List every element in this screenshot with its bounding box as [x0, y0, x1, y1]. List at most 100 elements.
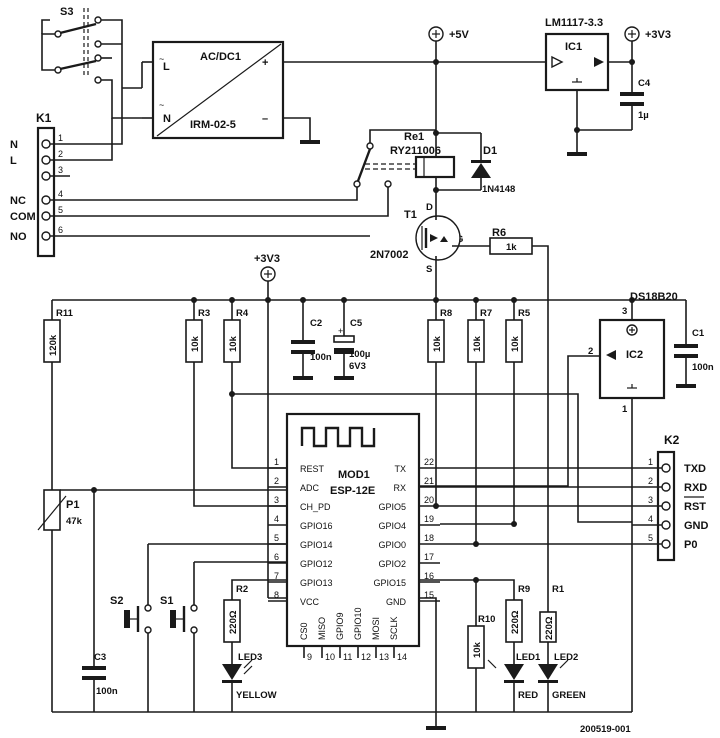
- mod1-left-pin-name: GPIO12: [300, 559, 333, 569]
- r4-ref: R4: [236, 308, 249, 319]
- k2-label: RST: [684, 501, 706, 513]
- mod1-bottom-pin-num: 12: [361, 652, 371, 662]
- resistor-r11: R11 120k: [43, 300, 74, 490]
- k2-pin-num: 2: [648, 476, 653, 486]
- mod1-part: ESP-12E: [330, 485, 375, 497]
- mod1-right-pin-name: TX: [394, 464, 406, 474]
- k1-pin-num: 1: [58, 133, 63, 143]
- mod1-bottom-pin-name: SCLK: [389, 616, 399, 640]
- c1-val: 100n: [692, 362, 714, 373]
- re1-ref: Re1: [404, 131, 424, 143]
- mod1-right-pin-num: 18: [424, 533, 434, 543]
- mod1-right-pin-name: RX: [393, 483, 406, 493]
- capacitor-c5: C5 + 100µ 6V3: [333, 300, 370, 380]
- k2-terminal-3: [661, 501, 671, 511]
- ic1-ref: IC1: [565, 41, 582, 53]
- k1-pin-num: 5: [58, 205, 63, 215]
- led-led1: LED1 RED: [487, 652, 541, 712]
- s1-ref: S1: [160, 595, 173, 607]
- mod1-bottom-pin-name: CS0: [299, 622, 309, 640]
- r7-val: 10k: [472, 335, 483, 352]
- t1-part: 2N7002: [370, 249, 409, 261]
- switch-s1: S1: [160, 561, 287, 712]
- mod1-right-pin-num: 22: [424, 457, 434, 467]
- rail-3v3-top-label: +3V3: [645, 29, 671, 41]
- mod1-bottom-pin-name: MISO: [317, 617, 327, 640]
- mod1-bottom-pin-name: MOSI: [371, 617, 381, 640]
- r5-ref: R5: [518, 308, 531, 319]
- k1-terminal-3: [41, 171, 51, 181]
- ground-bus: [52, 597, 632, 730]
- ic1-part: LM1117-3.3: [545, 17, 603, 29]
- mod1-left-pin-num: 6: [274, 552, 279, 562]
- r1-ref: R1: [552, 584, 565, 595]
- mod1-right-pin-num: 19: [424, 514, 434, 524]
- r5-val: 10k: [510, 335, 521, 352]
- mod1-right-pin-name: GND: [386, 597, 407, 607]
- t1-pin-s: S: [426, 264, 432, 275]
- mod1-left-pin-num: 4: [274, 514, 279, 524]
- k2-label: RXD: [684, 482, 707, 494]
- r10-ref: R10: [478, 614, 495, 625]
- r11-val: 120k: [48, 334, 59, 356]
- k1-label: N: [10, 139, 18, 151]
- c3-ref: C3: [94, 652, 106, 663]
- resistor-r4: R4 10k: [223, 300, 632, 523]
- r10-val: 10k: [472, 641, 483, 658]
- sensor-ic2: DS18B20 3 IC2 2 1: [420, 291, 678, 712]
- k2-ref: K2: [664, 433, 680, 447]
- k2-pin-num: 4: [648, 514, 653, 524]
- r6-ref: R6: [492, 227, 506, 239]
- t1-ref: T1: [404, 209, 417, 221]
- relay-re1: Re1 RY211006: [353, 129, 481, 190]
- k2-terminal-2: [661, 482, 671, 492]
- resistor-r8: R8 10k: [427, 300, 452, 509]
- svg-text:~: ~: [159, 54, 164, 64]
- k1-terminal-6: [41, 231, 51, 241]
- r9-val: 220Ω: [510, 610, 521, 634]
- ic2-pin2: 2: [588, 346, 593, 357]
- ac-dc-converter: AC/DC1 IRM-02-5 ~ L ~ N + –: [141, 40, 546, 144]
- c3-val: 100n: [96, 686, 118, 697]
- mod1-right-pin-num: 20: [424, 495, 434, 505]
- k1-label: NO: [10, 231, 27, 243]
- r8-ref: R8: [440, 308, 452, 319]
- c5-val1: 100µ: [349, 349, 370, 360]
- k2-terminal-4: [661, 520, 671, 530]
- mod1-right-pin-name: GPIO0: [378, 540, 406, 550]
- mod1-right-pin-num: 17: [424, 552, 434, 562]
- ic2-pin3: 3: [622, 306, 627, 317]
- c4-val: 1µ: [638, 110, 649, 121]
- module-mod1: MOD1 ESP-12E 1REST2ADC3CH_PD4GPIO165GPIO…: [268, 412, 440, 662]
- mod1-bottom-pin-num: 14: [397, 652, 407, 662]
- k1-pin-num: 6: [58, 225, 63, 235]
- capacitor-c3: C3 100n: [82, 490, 118, 712]
- ac-dc-title: AC/DC1: [200, 51, 241, 63]
- diode-d1: D1 1N4148: [433, 133, 515, 195]
- svg-text:~: ~: [159, 100, 164, 110]
- capacitor-c2: C2 100n: [291, 300, 332, 380]
- k1-pin-num: 3: [58, 165, 63, 175]
- mod1-left-pin-name: ADC: [300, 483, 320, 493]
- r1-val: 220Ω: [544, 616, 555, 640]
- led2-color: GREEN: [552, 690, 586, 701]
- r11-ref: R11: [56, 308, 74, 319]
- r4-val: 10k: [228, 335, 239, 352]
- resistor-r2: R2 220Ω: [223, 579, 287, 664]
- footer-code: 200519-001: [580, 724, 631, 735]
- mod1-bottom-pin-num: 13: [379, 652, 389, 662]
- capacitor-c1: C1 100n: [674, 300, 714, 388]
- mod1-left-pin-name: CH_PD: [300, 502, 331, 512]
- led2-ref: LED2: [554, 652, 578, 663]
- switch-s3: S3: [41, 6, 142, 161]
- mod1-right-pin-num: 21: [424, 476, 434, 486]
- k2-pin-num: 1: [648, 457, 653, 467]
- mod1-left-pin-num: 2: [274, 476, 279, 486]
- r6-val: 1k: [506, 242, 517, 253]
- k1-pin-num: 4: [58, 189, 63, 199]
- r7-ref: R7: [480, 308, 492, 319]
- mod1-right-pin-num: 16: [424, 571, 434, 581]
- k1-terminal-1: [41, 139, 51, 149]
- ac-n-label: N: [163, 113, 171, 125]
